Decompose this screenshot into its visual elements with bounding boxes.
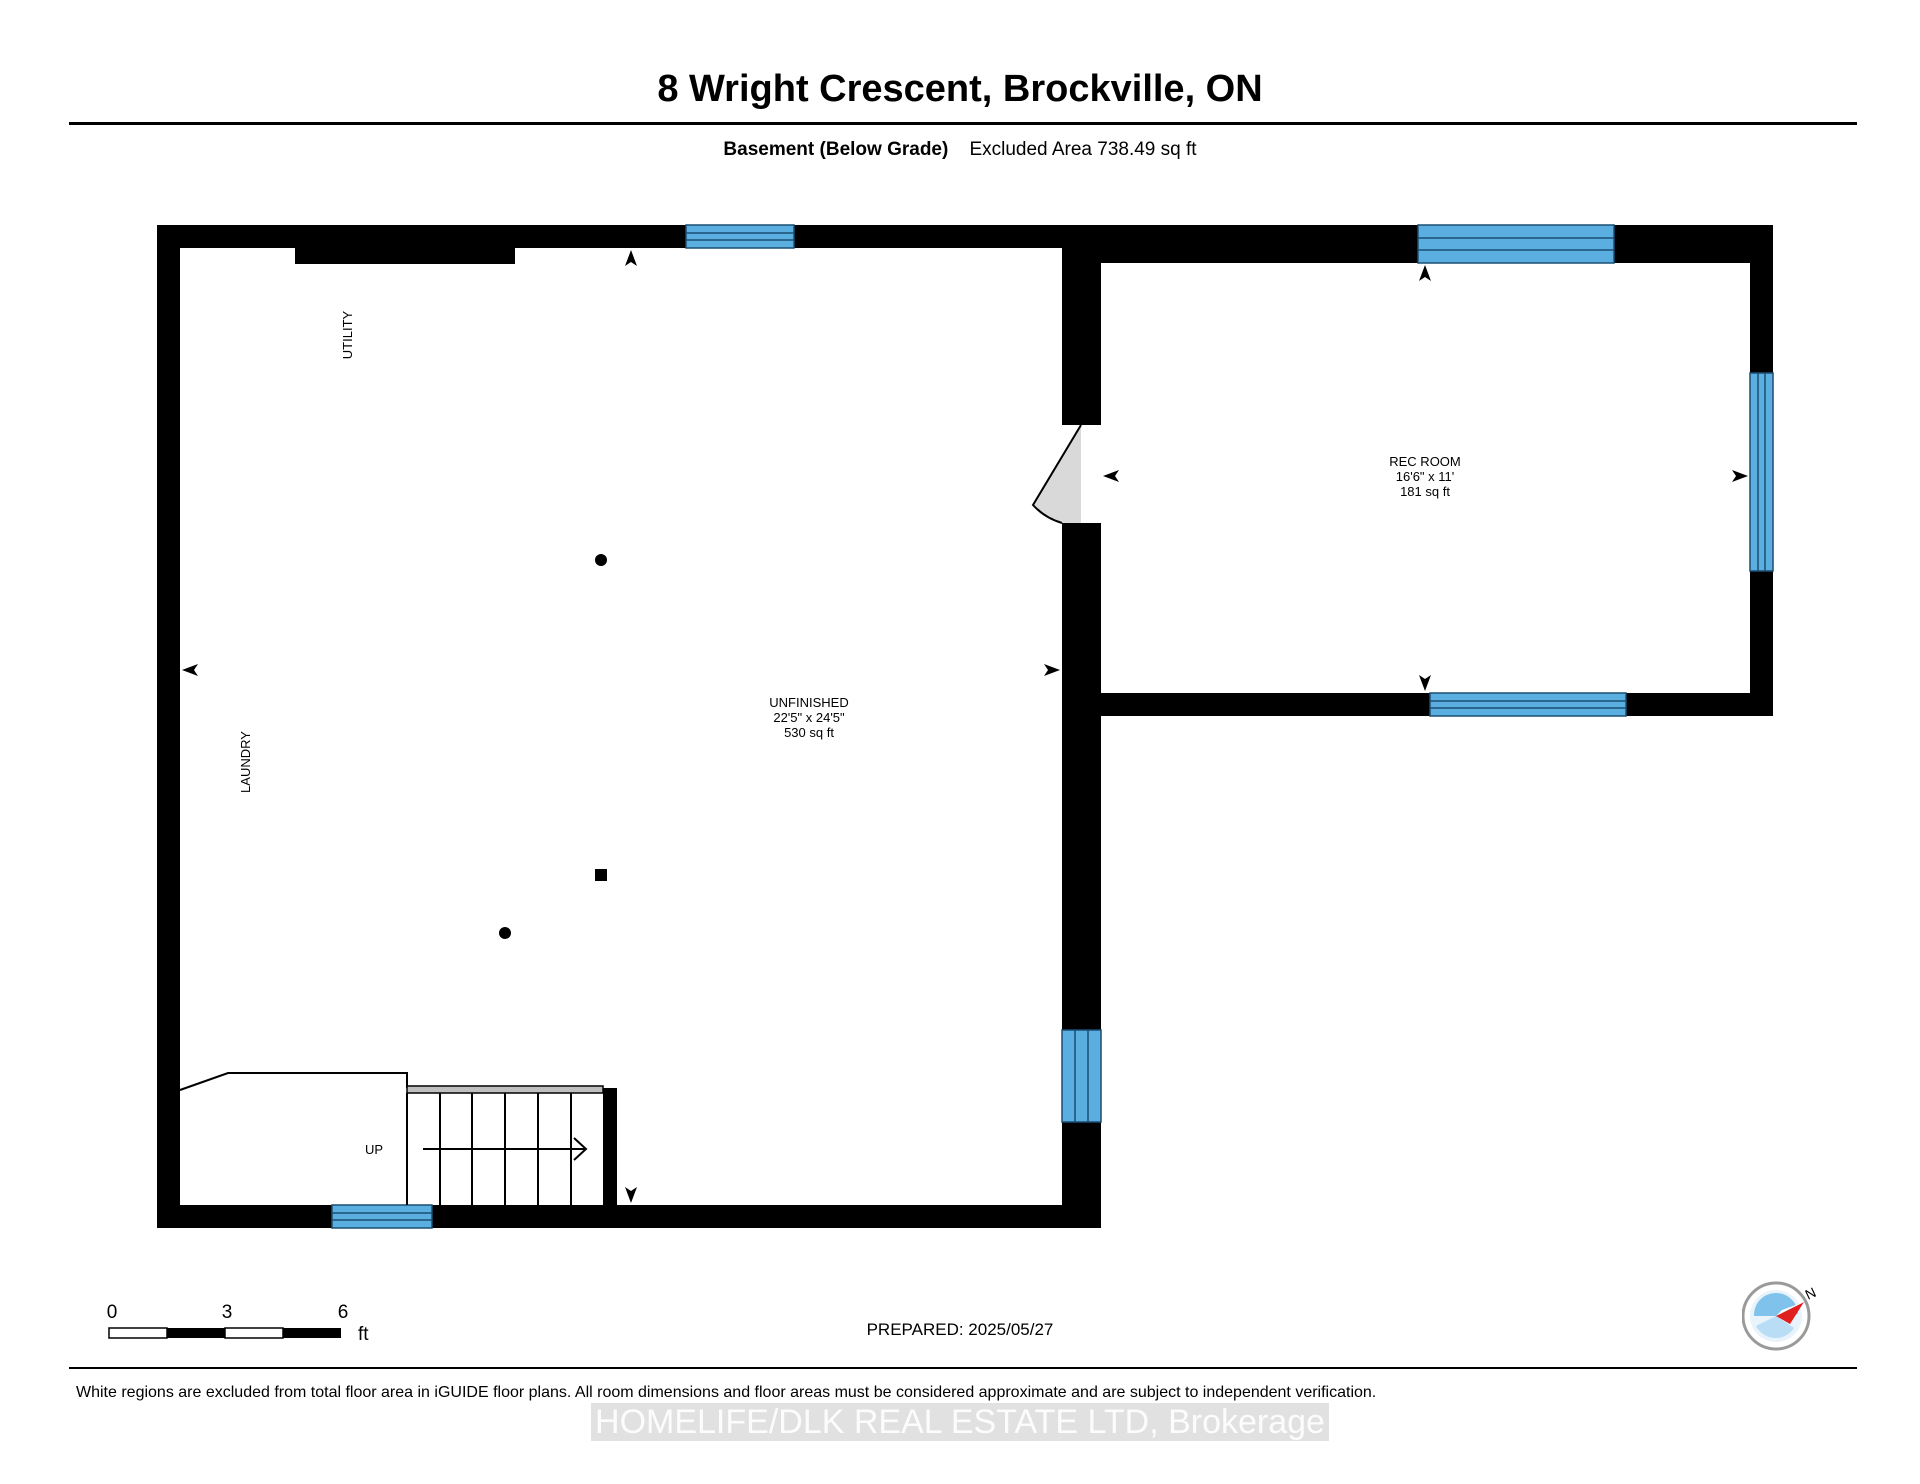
stair-wall	[603, 1088, 617, 1228]
header-divider	[69, 122, 1857, 125]
support-post	[595, 554, 607, 566]
prepared-date: PREPARED: 2025/05/27	[866, 1320, 1054, 1339]
scale-unit: ft	[358, 1324, 369, 1345]
scale-segment	[167, 1328, 225, 1338]
compass-arrow-highlight	[1776, 1302, 1804, 1316]
level-name: Basement (Below Grade)	[723, 139, 949, 160]
stair-direction-arrow	[573, 1137, 588, 1161]
footer-divider	[69, 1367, 1857, 1369]
windows	[331, 224, 1774, 1229]
window-north-rec	[1417, 224, 1615, 264]
wall-south	[157, 1205, 1101, 1228]
rec-room-name: REC ROOM	[1389, 454, 1461, 469]
unfinished-dimensions: 22'5" x 24'5"	[773, 710, 845, 725]
door-swing	[1033, 425, 1081, 523]
wall-south-rec	[1062, 693, 1773, 716]
arrow-up-rec	[1419, 265, 1431, 281]
unfinished-name: UNFINISHED	[769, 695, 848, 710]
window-south-rec	[1429, 692, 1627, 717]
stairs-up-label: UP	[365, 1142, 383, 1157]
arrow-right	[1044, 664, 1060, 676]
rec-room-dimensions: 16'6" x 11'	[1396, 469, 1455, 484]
staircase	[179, 1072, 604, 1205]
disclaimer-text: White regions are excluded from total fl…	[76, 1384, 1377, 1401]
utility-fixture	[295, 246, 515, 264]
arrow-down	[625, 1187, 637, 1203]
wall-west	[157, 225, 180, 1228]
scale-tick-3: 3	[222, 1302, 233, 1323]
dimension-arrows	[182, 250, 1748, 1203]
support-post	[499, 927, 511, 939]
scale-tick-6: 6	[338, 1302, 349, 1323]
unfinished-area: 530 sq ft	[784, 725, 834, 740]
scale-segment	[283, 1328, 341, 1338]
walls	[157, 225, 1773, 1228]
arrow-up	[625, 250, 637, 266]
page-title: 8 Wright Crescent, Brockville, ON	[657, 68, 1263, 110]
compass-arrow	[1776, 1302, 1804, 1324]
landing-outline	[179, 1072, 408, 1091]
arrow-left	[182, 664, 198, 676]
door-arc	[1031, 424, 1082, 524]
scale-bar: 0 3 6 ft	[107, 1302, 370, 1345]
wall-north-unfinished	[157, 225, 1101, 248]
compass-icon: N	[1742, 1281, 1818, 1351]
excluded-area: Excluded Area 738.49 sq ft	[969, 139, 1197, 160]
utility-label: UTILITY	[340, 310, 355, 359]
scale-tick-0: 0	[107, 1302, 118, 1323]
window-south	[331, 1204, 433, 1229]
level-subtitle: Basement (Below Grade) Excluded Area 738…	[0, 138, 1920, 162]
rec-room-area: 181 sq ft	[1400, 484, 1450, 499]
brokerage-watermark: HOMELIFE/DLK REAL ESTATE LTD, Brokerage	[0, 1400, 1920, 1444]
window-north-unfinished	[685, 224, 795, 249]
laundry-label: LAUNDRY	[238, 731, 253, 793]
window-east-unfinished	[1061, 1029, 1102, 1123]
watermark-text: HOMELIFE/DLK REAL ESTATE LTD, Brokerage	[591, 1403, 1329, 1441]
compass-sector	[1756, 1316, 1794, 1338]
arrow-right-rec	[1732, 470, 1748, 482]
window-east-rec	[1749, 372, 1774, 572]
floor-drain	[595, 869, 607, 881]
arrow-down-rec	[1419, 675, 1431, 691]
arrow-left-rec	[1103, 470, 1119, 482]
stair-rail	[406, 1085, 604, 1094]
